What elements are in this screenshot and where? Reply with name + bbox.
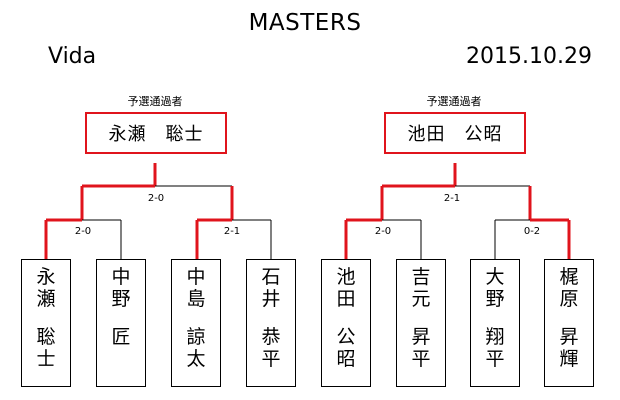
venue-label: Vida (48, 44, 97, 69)
player-family-name: 永瀬 (36, 266, 56, 310)
player-family-name: 大野 (485, 266, 505, 310)
player-given-name: 諒太 (186, 326, 206, 370)
player-card: 中島 諒太 (171, 259, 221, 387)
right-qualifier-label: 予選通過者 (426, 95, 482, 108)
date-label: 2015.10.29 (466, 44, 592, 69)
right-qualifier-name: 池田 公昭 (407, 124, 503, 145)
player-given-name: 匠 (111, 326, 131, 348)
player-family-name: 池田 (336, 266, 356, 310)
player-name: 大野 翔平 (484, 266, 506, 386)
right-semi2-score: 0-2 (523, 226, 541, 237)
player-card: 大野 翔平 (470, 259, 520, 387)
player-family-name: 中島 (186, 266, 206, 310)
player-card: 梶原 昇輝 (544, 259, 594, 387)
player-name: 池田 公昭 (335, 266, 357, 386)
right-final-score: 2-1 (443, 193, 461, 204)
left-semi1-score: 2-0 (74, 226, 92, 237)
player-given-name: 聡士 (36, 326, 56, 370)
player-given-name: 昇輝 (559, 326, 579, 370)
player-given-name: 翔平 (485, 326, 505, 370)
right-qualifier-box: 池田 公昭 (384, 112, 526, 154)
player-family-name: 吉元 (411, 266, 431, 310)
tournament-title: MASTERS (248, 10, 362, 36)
player-name: 石井 恭平 (260, 266, 282, 386)
player-given-name: 恭平 (261, 326, 281, 370)
player-card: 石井 恭平 (246, 259, 296, 387)
player-name: 吉元 昇平 (410, 266, 432, 386)
player-family-name: 中野 (111, 266, 131, 310)
right-semi1-score: 2-0 (374, 226, 392, 237)
player-name: 永瀬 聡士 (35, 266, 57, 386)
player-family-name: 石井 (261, 266, 281, 310)
left-final-score: 2-0 (147, 193, 165, 204)
player-name: 中野 匠 (110, 266, 132, 386)
left-qualifier-name: 永瀬 聡士 (108, 124, 204, 145)
player-family-name: 梶原 (559, 266, 579, 310)
player-card: 永瀬 聡士 (21, 259, 71, 387)
left-qualifier-label: 予選通過者 (127, 95, 183, 108)
player-name: 中島 諒太 (185, 266, 207, 386)
player-given-name: 公昭 (336, 326, 356, 370)
player-card: 吉元 昇平 (396, 259, 446, 387)
left-qualifier-box: 永瀬 聡士 (85, 112, 227, 154)
player-card: 中野 匠 (96, 259, 146, 387)
left-semi2-score: 2-1 (223, 226, 241, 237)
player-given-name: 昇平 (411, 326, 431, 370)
player-name: 梶原 昇輝 (558, 266, 580, 386)
player-card: 池田 公昭 (321, 259, 371, 387)
